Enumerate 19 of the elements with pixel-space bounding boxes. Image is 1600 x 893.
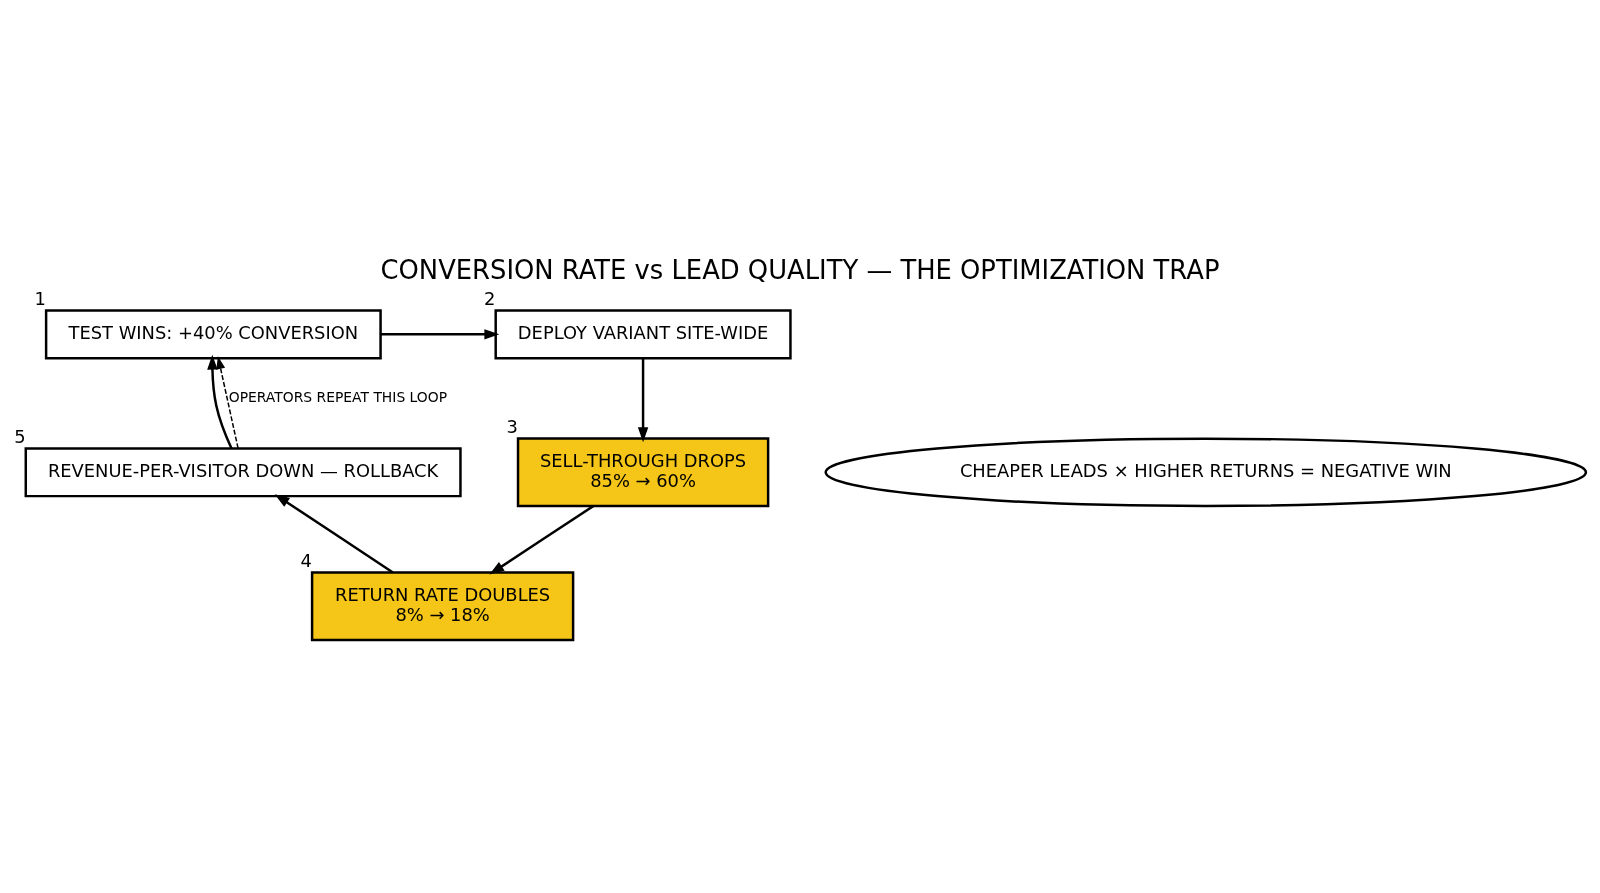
node-box: RETURN RATE DOUBLES 8% → 18%: [310, 570, 575, 641]
edge-label: OPERATORS REPEAT THIS LOOP: [228, 388, 448, 405]
arrow: [380, 328, 500, 340]
node-box: SELL-THROUGH DROPS 85% → 60%: [516, 436, 770, 507]
node-ellipse: CHEAPER LEADS × HIGHER RETURNS = NEGATIVE WIN: [824, 436, 1588, 507]
arrow: [207, 354, 233, 449]
node-label: 1: [34, 287, 46, 309]
node-label: 2: [484, 287, 496, 309]
node-label: 5: [14, 425, 26, 447]
node-label: 4: [300, 549, 312, 571]
arrow: [216, 355, 239, 449]
node-box: REVENUE-PER-VISITOR DOWN — ROLLBACK: [24, 446, 462, 497]
node-label: 3: [506, 415, 518, 437]
arrow: [489, 504, 594, 574]
diagram-title: CONVERSION RATE vs LEAD QUALITY — THE OPTIMIZATION TRAP: [380, 254, 1220, 285]
node-box: TEST WINS: +40% CONVERSION: [44, 308, 382, 359]
node-box: DEPLOY VARIANT SITE-WIDE: [494, 308, 792, 359]
arrow: [274, 493, 394, 573]
arrow: [637, 357, 649, 442]
